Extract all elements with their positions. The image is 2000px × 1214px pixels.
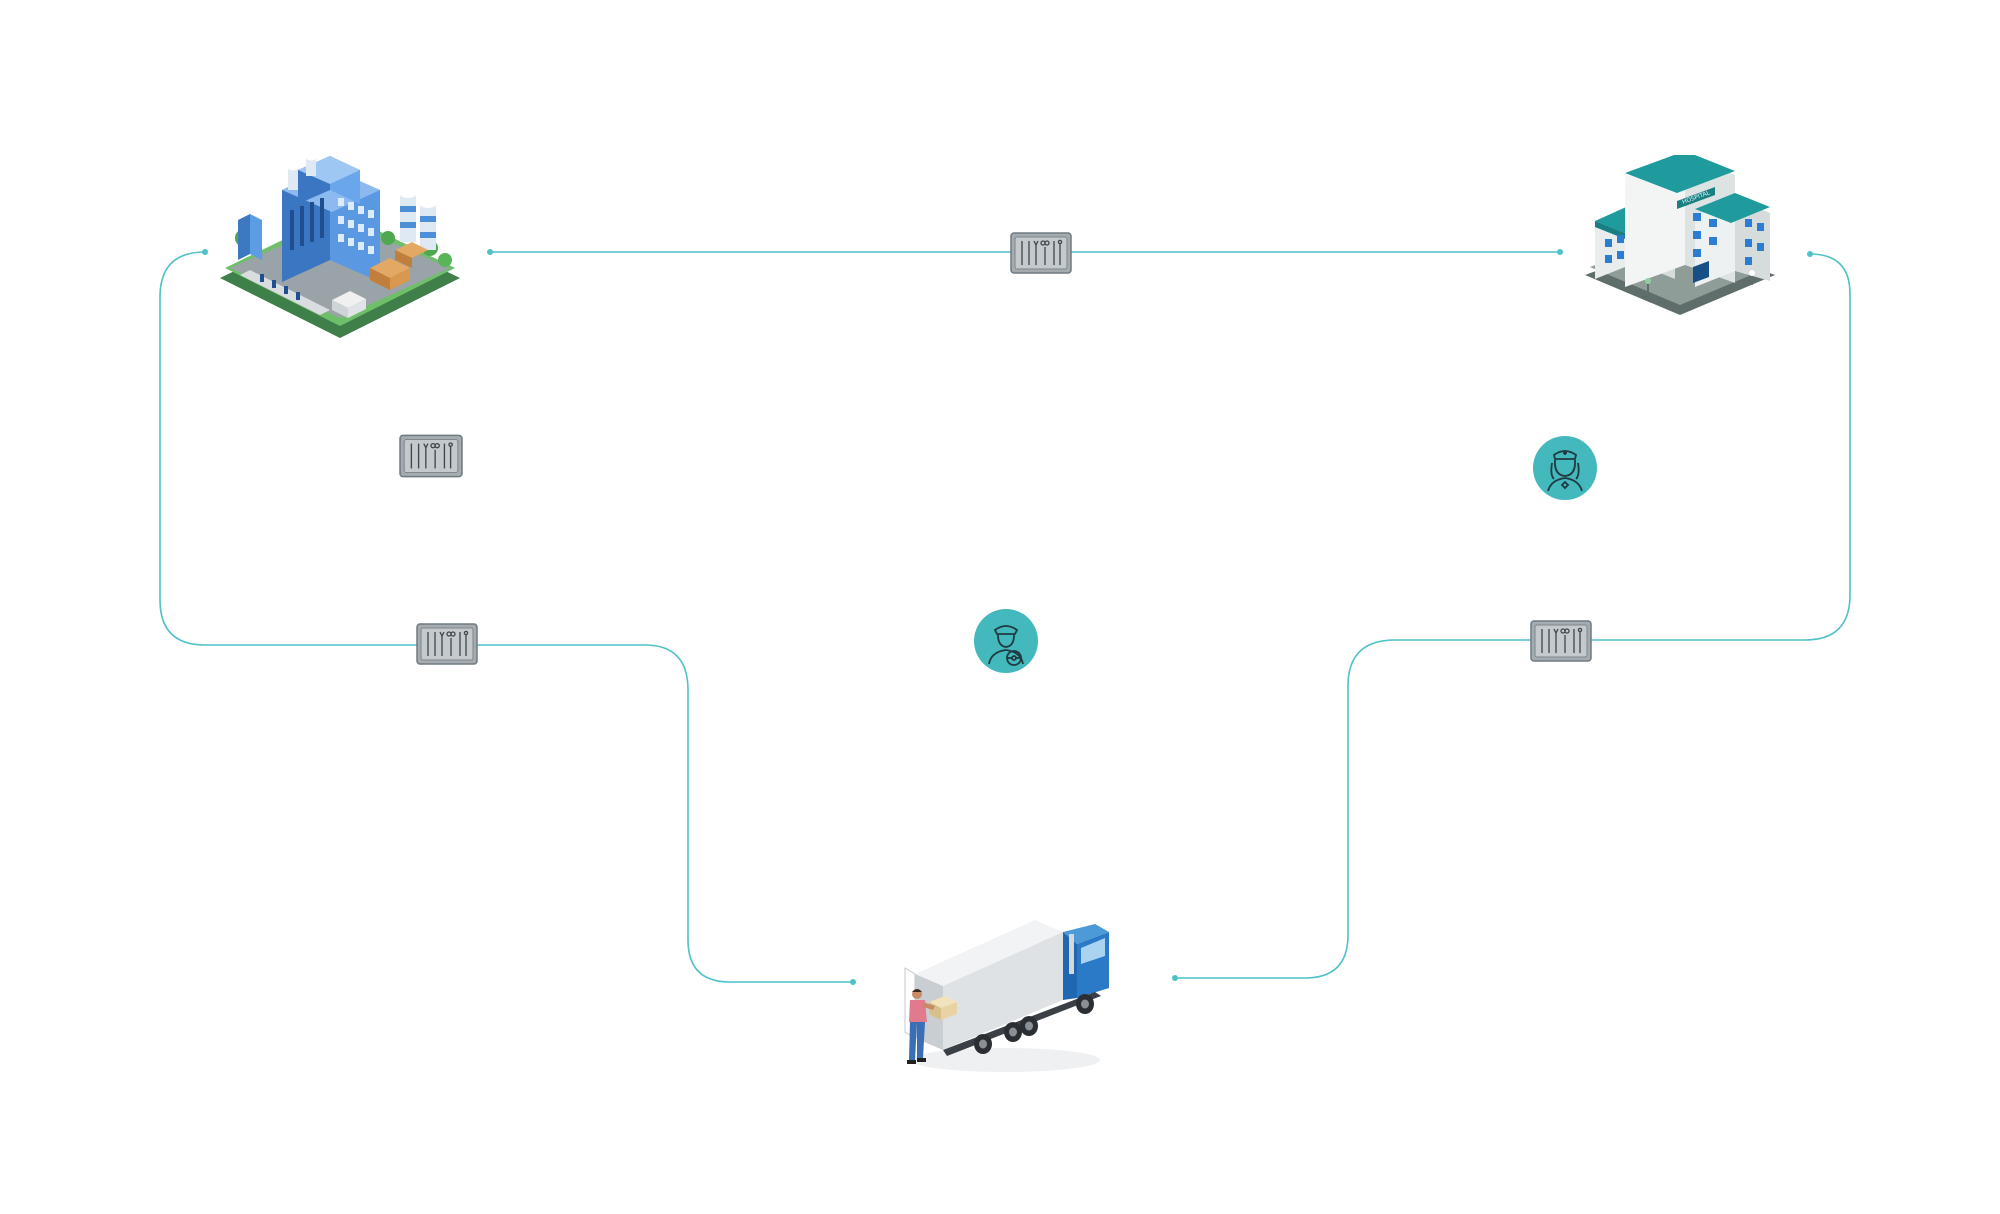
line-endpoint-dot bbox=[1557, 249, 1563, 255]
line-endpoint-dot bbox=[850, 979, 856, 985]
nurse-person-icon bbox=[1532, 435, 1598, 501]
left-connector-line bbox=[160, 252, 853, 982]
driver-person-icon bbox=[973, 608, 1039, 674]
surgical-instrument-tray-icon bbox=[399, 434, 463, 478]
surgical-instrument-tray-icon bbox=[1530, 620, 1592, 662]
surgical-instrument-tray-icon bbox=[416, 623, 478, 665]
factory-building-icon bbox=[220, 150, 460, 345]
surgical-instrument-tray-icon bbox=[1010, 232, 1072, 274]
line-endpoint-dot bbox=[202, 249, 208, 255]
right-connector-line bbox=[1175, 254, 1850, 978]
delivery-truck-icon bbox=[895, 910, 1115, 1090]
line-endpoint-dot bbox=[1172, 975, 1178, 981]
line-endpoint-dot bbox=[487, 249, 493, 255]
hospital-building-icon: HOSPITAL bbox=[1585, 155, 1775, 330]
line-endpoint-dot bbox=[1807, 251, 1813, 257]
